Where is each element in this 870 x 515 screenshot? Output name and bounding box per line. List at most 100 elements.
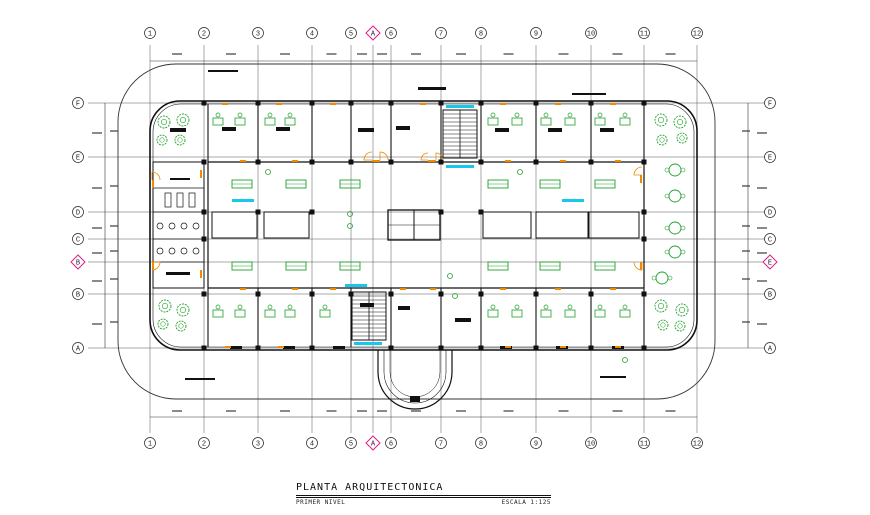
plant-small (447, 273, 453, 279)
grid-bubble: 2 (198, 27, 210, 39)
column (641, 345, 647, 351)
grid-bubble-label: D (76, 210, 80, 218)
grid-bubble-label: 2 (202, 31, 206, 39)
planter (675, 303, 689, 317)
dimension-mark (226, 53, 236, 55)
desk (487, 117, 499, 126)
grid-bubble: 11 (638, 437, 650, 449)
chair (597, 112, 603, 118)
grid-bubble-circle (585, 27, 597, 39)
dimension-mark (757, 187, 767, 189)
dimension-mark (92, 280, 102, 282)
room-label-block (170, 178, 190, 180)
stool (664, 193, 670, 199)
door (610, 288, 616, 290)
cyan-mark (232, 199, 254, 202)
stool (680, 225, 686, 231)
grid-bubble: 7 (435, 437, 447, 449)
grid-bubble-circle (144, 437, 156, 449)
planter (657, 319, 669, 331)
column (641, 209, 647, 215)
column (309, 291, 315, 297)
column (201, 100, 207, 106)
grid-bubble-label: 8 (479, 441, 483, 449)
column (438, 100, 444, 106)
dimension-mark (665, 53, 676, 55)
door (330, 288, 336, 290)
column (641, 236, 647, 242)
desk (564, 309, 576, 318)
column (533, 100, 539, 106)
stool (651, 275, 657, 281)
title-underline-thin (296, 497, 551, 498)
planter (159, 137, 165, 143)
grid-bubble-label: C (76, 237, 80, 245)
column (438, 345, 444, 351)
grid-bubble-label: B (768, 292, 772, 300)
grid-bubble-circle (530, 437, 542, 449)
grid-bubble: 8 (475, 437, 487, 449)
door-swings (151, 103, 643, 348)
desk (511, 309, 523, 318)
column (641, 159, 647, 165)
dimension-mark (742, 130, 750, 132)
planter (679, 135, 685, 141)
grid-bubble-circle (691, 27, 703, 39)
chair (287, 112, 293, 118)
grid-bubble-circle (345, 27, 357, 39)
grid-bubble: 11 (638, 27, 650, 39)
desk (594, 309, 606, 318)
furniture-layer (156, 112, 689, 363)
grid-bubble-label: F (768, 101, 772, 109)
dimension-mark (110, 250, 118, 252)
grid-bubble: F (72, 97, 84, 109)
title-block: PLANTA ARQUITECTONICA PRIMER NIVEL ESCAL… (296, 482, 551, 512)
grid-bubble-circle (764, 288, 776, 300)
planter (157, 318, 169, 330)
grid-bubble-label: 7 (439, 31, 443, 39)
door (610, 103, 616, 105)
dimension-mark (110, 130, 118, 132)
column (438, 159, 444, 165)
room-label-block (358, 128, 374, 132)
grid-bubble-circle (306, 27, 318, 39)
door-swing (379, 151, 389, 161)
desk (540, 117, 552, 126)
planter (659, 137, 665, 143)
entrance-step (389, 350, 441, 398)
grid-bubble-label: 12 (693, 441, 701, 449)
grid-bubble-label: 5 (349, 441, 353, 449)
planter (654, 113, 668, 127)
grid-bubble-label: 4 (310, 441, 314, 449)
chair (287, 304, 293, 310)
grid-bubble-label: D (768, 210, 772, 218)
grid-bubble: 3 (252, 27, 264, 39)
grid-bubble-highlight (365, 435, 381, 451)
grid-bubble-label: 5 (349, 31, 353, 39)
planter (674, 320, 686, 332)
door-swing (435, 152, 444, 161)
door (276, 103, 282, 105)
column (478, 291, 484, 297)
column (438, 209, 444, 215)
chair (237, 112, 243, 118)
planter (175, 320, 187, 332)
door (430, 288, 436, 290)
entrance-portico (377, 350, 453, 410)
grid-bubble-circle (72, 233, 84, 245)
grid-bubble-highlight (365, 25, 381, 41)
fixture (192, 247, 200, 255)
room-label-block (333, 346, 345, 349)
dimension-mark (456, 53, 466, 55)
fixture (180, 222, 188, 230)
grid-bubble-circle (72, 342, 84, 354)
plant-small (347, 211, 353, 217)
grid-bubble-label: 9 (534, 441, 538, 449)
grid-bubble: A (365, 435, 381, 451)
dimension-mark (326, 53, 337, 55)
entrance-marker (410, 396, 420, 402)
room-label-block (548, 128, 562, 132)
desk (234, 309, 246, 318)
fixture (180, 247, 188, 255)
door (152, 262, 154, 270)
